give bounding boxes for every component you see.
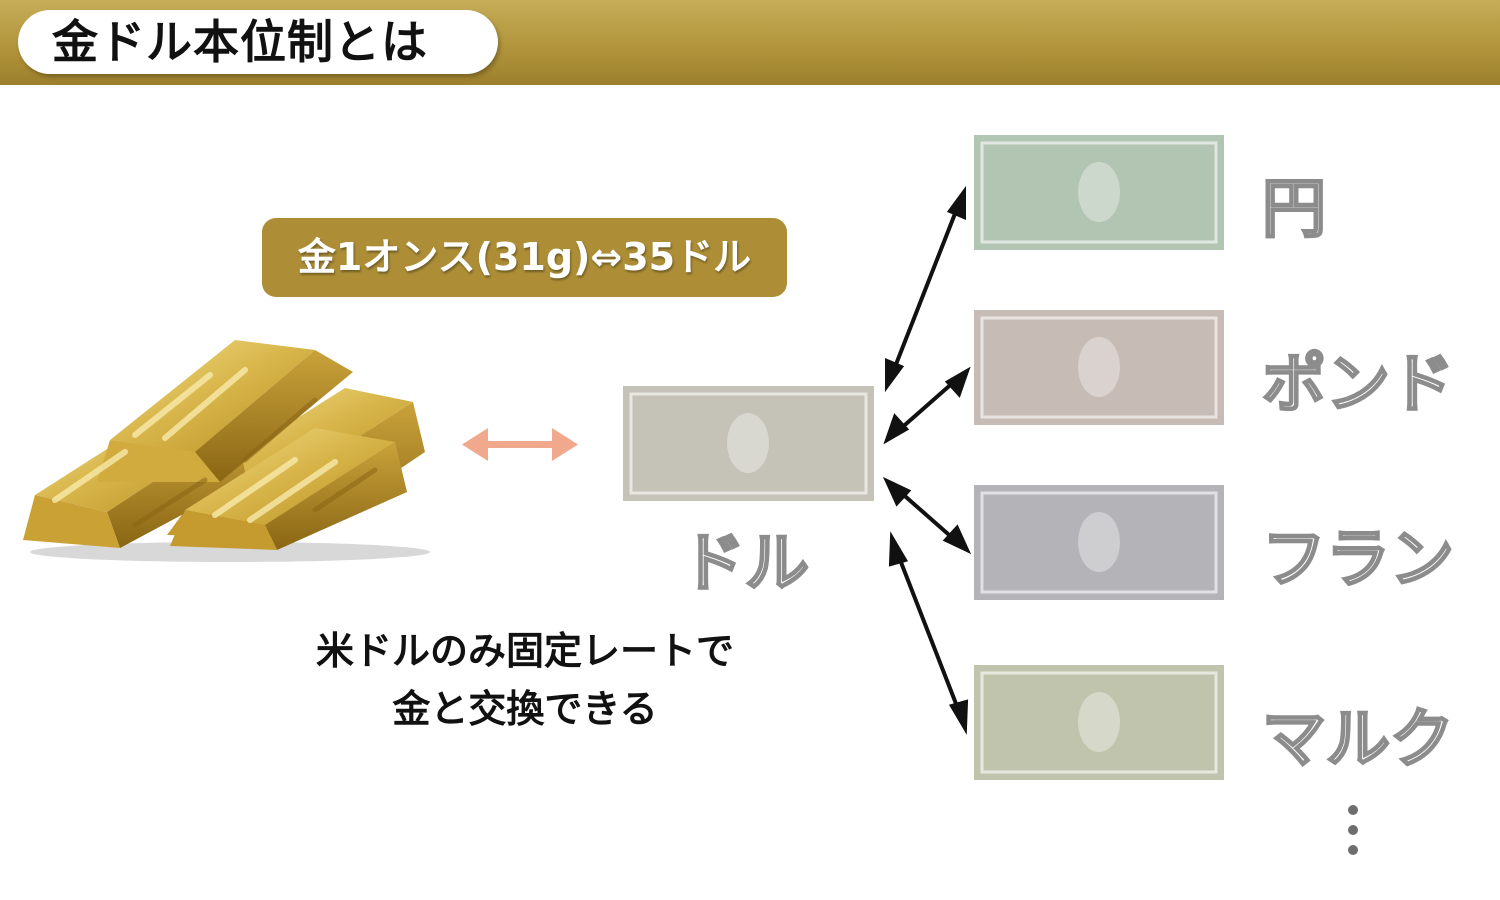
arrow-dollar-mark <box>888 531 969 735</box>
more-vertical-icon <box>1348 805 1358 855</box>
dollar-label: ドル <box>680 526 811 603</box>
yen-banknote <box>974 135 1224 250</box>
gold-bars-icon <box>23 340 430 562</box>
page-title: 金ドル本位制とは <box>52 15 428 69</box>
explanation-line-1: 米ドルのみ固定レートで <box>315 629 734 673</box>
arrow-dollar-pound <box>883 366 971 445</box>
franc-banknote <box>974 485 1224 600</box>
rate-badge-text: 金1オンス(31g)⇔35ドル <box>297 235 752 279</box>
currency-label-yen: 円 <box>1261 172 1328 249</box>
currency-label-franc: フラン <box>1261 522 1456 599</box>
explanation-line-2: 金と交換できる <box>392 687 658 731</box>
dollar-banknote <box>623 386 874 501</box>
title-pill <box>18 10 498 74</box>
explanation-text: 米ドルのみ固定レートで 金と交換できる <box>245 622 805 738</box>
rate-badge: 金1オンス(31g)⇔35ドル <box>262 218 787 297</box>
arrow-dollar-yen <box>885 185 966 393</box>
currency-label-pound: ポンド <box>1261 347 1456 424</box>
pound-banknote <box>974 310 1224 425</box>
mark-banknote <box>974 665 1224 780</box>
currency-label-mark: マルク <box>1261 702 1456 779</box>
arrow-dollar-franc <box>882 476 972 555</box>
